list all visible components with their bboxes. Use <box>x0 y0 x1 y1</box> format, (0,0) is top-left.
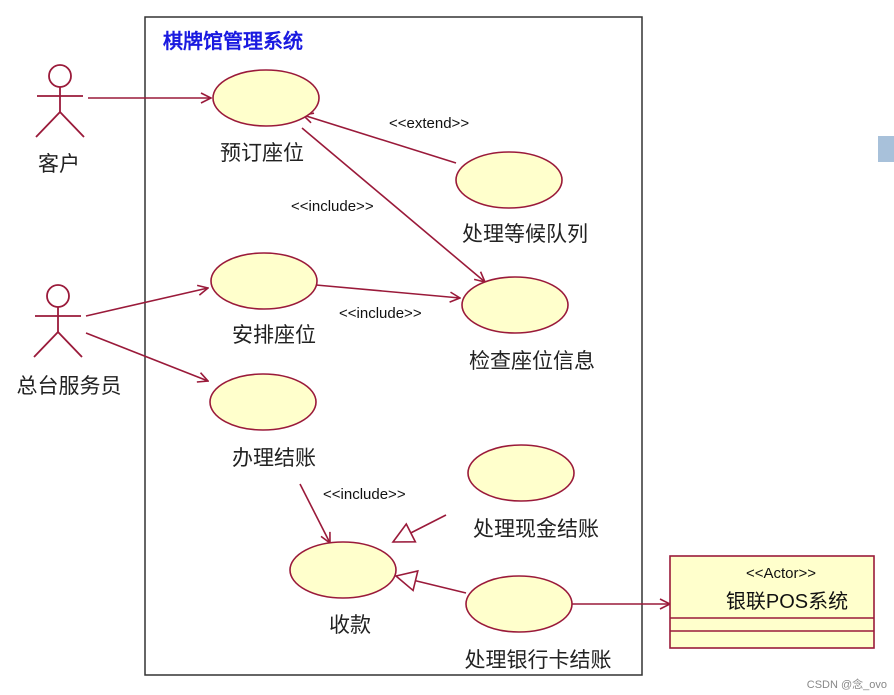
external-pos-box <box>669 555 875 649</box>
usecase-waitlist <box>455 151 563 209</box>
external-stereotype: <<Actor>> <box>746 565 816 582</box>
actor-front-desk <box>33 284 83 358</box>
actor-customer <box>35 64 85 138</box>
include-label-1: <<include>> <box>291 198 374 215</box>
include-arrange-check <box>315 284 460 298</box>
extend-label: <<extend>> <box>389 115 469 132</box>
include-label-2: <<include>> <box>339 305 422 322</box>
actor-head-icon <box>46 284 70 308</box>
actor-customer-label: 客户 <box>38 152 80 176</box>
usecase-reserve-seat-label: 预订座位 <box>220 141 304 165</box>
watermark: CSDN @念_ovo <box>807 677 887 691</box>
actor-head-icon <box>48 64 72 88</box>
usecase-checkout <box>209 373 317 431</box>
frontdesk-arrange-association <box>85 288 208 317</box>
usecase-cash-label: 处理现金结账 <box>473 517 599 541</box>
usecase-reserve-seat <box>212 69 320 127</box>
extend-relation <box>303 115 457 164</box>
usecase-waitlist-label: 处理等候队列 <box>462 222 588 246</box>
include-checkout-collect <box>299 483 330 543</box>
include-label-3: <<include>> <box>323 486 406 503</box>
usecase-checkout-label: 办理结账 <box>232 446 316 470</box>
usecase-cash <box>467 444 575 502</box>
external-pos-system: <<Actor>> 银联POS系统 <box>669 555 875 649</box>
usecase-arrange-seat-label: 安排座位 <box>232 323 316 347</box>
system-title: 棋牌馆管理系统 <box>163 29 303 53</box>
usecase-collect <box>289 541 397 599</box>
include-reserve-check <box>301 127 485 282</box>
usecase-collect-label: 收款 <box>329 613 371 637</box>
actor-front-desk-label: 总台服务员 <box>17 374 122 398</box>
external-name: 银联POS系统 <box>726 590 848 613</box>
usecase-arrange-seat <box>210 252 318 310</box>
side-marker <box>878 136 894 162</box>
usecase-check-seat <box>461 276 569 334</box>
generalization-cash <box>391 514 447 543</box>
usecase-check-seat-label: 检查座位信息 <box>469 349 595 373</box>
usecase-bankcard-label: 处理银行卡结账 <box>465 648 612 672</box>
frontdesk-checkout-association <box>85 332 208 381</box>
usecase-bankcard <box>465 575 573 633</box>
generalization-bankcard <box>394 569 467 594</box>
